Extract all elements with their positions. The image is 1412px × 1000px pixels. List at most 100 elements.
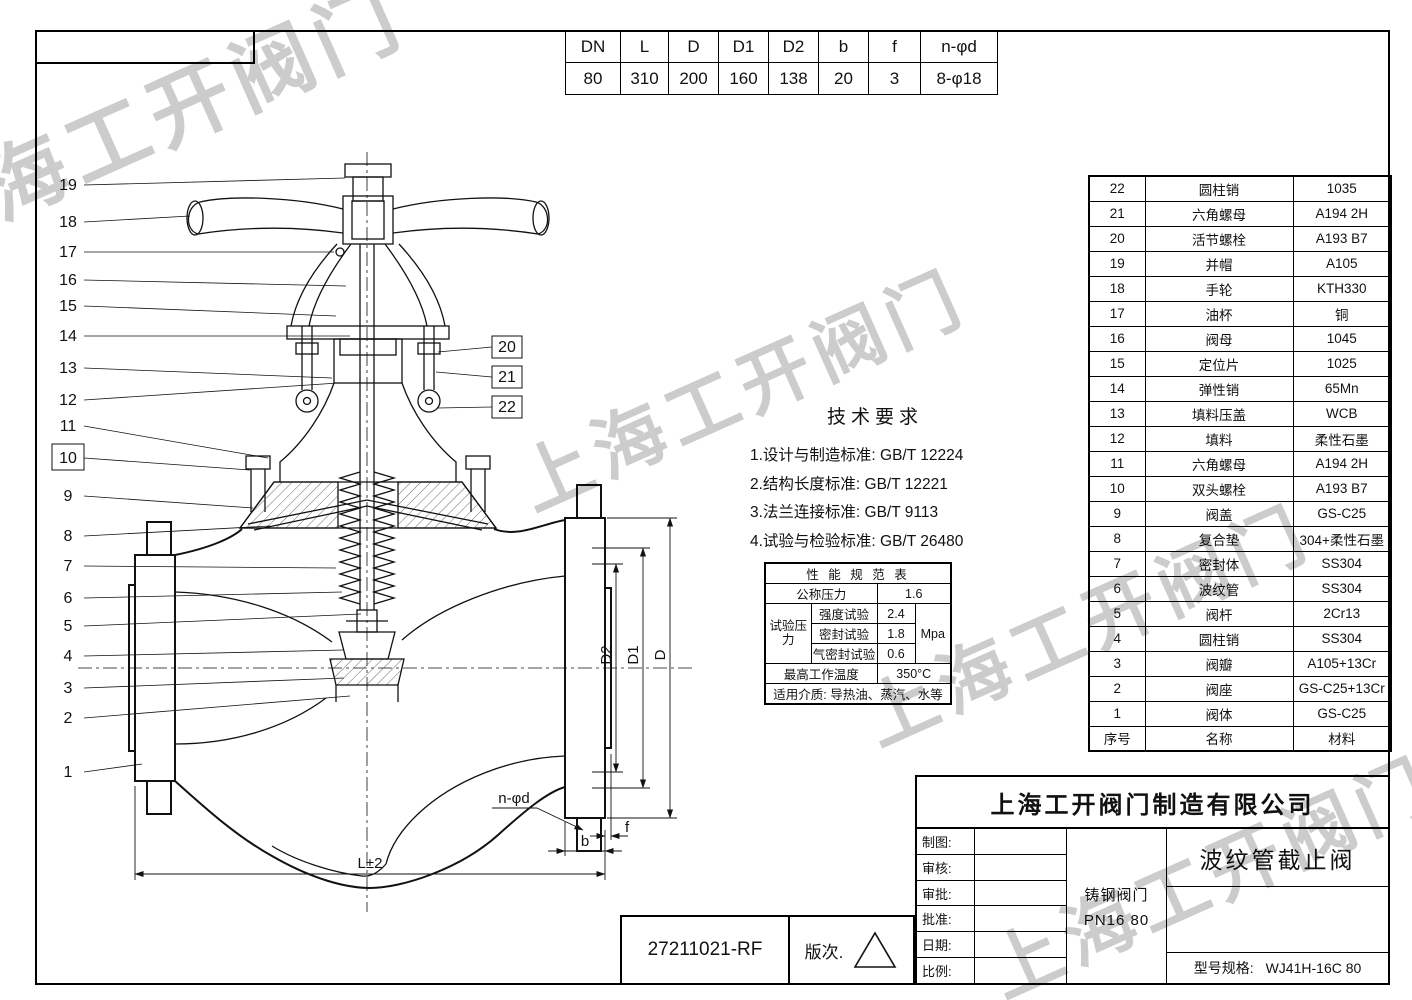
pressure-size: PN16 80 [1083, 911, 1150, 929]
part-name: 阀母 [1144, 325, 1294, 352]
callout-number: 5 [64, 618, 73, 635]
part-number: 10 [1088, 475, 1146, 502]
revision-label: 版次. [804, 942, 844, 962]
dim-label-l: L±2 [358, 855, 383, 872]
callout-number: 21 [498, 369, 516, 386]
part-material: KTH330 [1292, 275, 1392, 302]
bonnet-studs [245, 455, 491, 512]
title-block: 上海工开阀门制造有限公司 制图:审核:审批:批准:日期:比例: 铸钢阀门 PN1… [915, 775, 1390, 985]
packing-gland [333, 338, 403, 384]
parts-header-cell: 序号 [1088, 725, 1146, 752]
title-block-signature-rows: 制图:审核:审批:批准:日期:比例: [917, 829, 1067, 983]
part-name: 密封体 [1144, 550, 1294, 577]
tech-req-item: 2.结构长度标准: GB/T 12221 [750, 475, 948, 493]
callout-number: 11 [60, 418, 77, 435]
tech-req-list: 1.设计与制造标准: GB/T 12224 2.结构长度标准: GB/T 1222… [750, 442, 1000, 557]
tech-req-item: 3.法兰连接标准: GB/T 9113 [750, 504, 939, 522]
dim-label-d: D [652, 649, 669, 660]
callout-number: 19 [59, 177, 77, 194]
spec-row-value: 0.6 [876, 643, 916, 664]
part-material: A194 2H [1292, 450, 1392, 477]
lock-nut-body [352, 176, 384, 202]
part-number: 16 [1088, 325, 1146, 352]
part-name: 六角螺母 [1144, 200, 1294, 227]
part-material: SS304 [1292, 575, 1392, 602]
part-material: 65Mn [1292, 375, 1392, 402]
yoke [286, 243, 450, 340]
callout-number: 13 [59, 360, 77, 377]
title-block-body: 制图:审核:审批:批准:日期:比例: 铸钢阀门 PN16 80 波纹管截止阀 型… [917, 829, 1388, 983]
title-block-row: 审批: [917, 880, 1066, 907]
title-block-row-blank [975, 906, 1066, 931]
part-name: 活节螺栓 [1144, 225, 1294, 252]
valve-geometry [78, 152, 696, 912]
part-number: 11 [1088, 450, 1146, 477]
company-name: 上海工开阀门制造有限公司 [917, 777, 1388, 829]
part-material: A193 B7 [1292, 225, 1392, 252]
part-name: 阀座 [1144, 675, 1294, 702]
part-number: 6 [1088, 575, 1146, 602]
part-material: GS-C25+13Cr [1292, 675, 1392, 702]
dim-label-f: f [625, 819, 630, 836]
callout-number: 7 [64, 558, 73, 575]
dim-label-nd: n-φd [498, 790, 529, 807]
callout-number: 6 [64, 590, 73, 607]
part-material: 1025 [1292, 350, 1392, 377]
dim-header-cell: D1 [718, 30, 769, 63]
drawing-number: 27211021-RF [622, 917, 790, 983]
valve-drawing: D2 D1 D L±2 b f n-φd 1918171615141312111… [51, 152, 696, 912]
part-number: 22 [1088, 175, 1146, 202]
dim-value-cell: 20 [818, 62, 869, 95]
nominal-pressure-label: 公称压力 [764, 583, 878, 604]
dim-value-cell: 80 [565, 62, 621, 95]
dim-header-cell: D [668, 30, 719, 63]
callout-number: 3 [64, 680, 73, 697]
max-temp-value: 350°C [876, 663, 952, 684]
part-material: 1035 [1292, 175, 1392, 202]
part-name: 油杯 [1144, 300, 1294, 327]
part-number: 17 [1088, 300, 1146, 327]
part-material: 铜 [1292, 300, 1392, 327]
title-block-category-cell: 铸钢阀门 PN16 80 [1067, 829, 1167, 983]
lock-nut [344, 163, 392, 178]
part-material: 304+柔性石墨 [1292, 525, 1392, 552]
part-material: A193 B7 [1292, 475, 1392, 502]
dim-header-cell: DN [565, 30, 621, 63]
dim-label-b: b [581, 833, 589, 850]
bonnet-flange [238, 481, 498, 531]
part-number: 8 [1088, 525, 1146, 552]
spec-row-value: 2.4 [876, 603, 916, 624]
part-material: GS-C25 [1292, 700, 1392, 727]
part-number: 12 [1088, 425, 1146, 452]
tech-req-item: 4.试验与检验标准: GB/T 26480 [750, 533, 964, 551]
valve-body [128, 484, 612, 890]
part-number: 7 [1088, 550, 1146, 577]
tech-req-item: 1.设计与制造标准: GB/T 12224 [750, 447, 964, 464]
dim-header-cell: L [620, 30, 669, 63]
tech-req-title: 技术要求 [826, 407, 923, 428]
title-block-row-blank [975, 932, 1066, 957]
part-name: 手轮 [1144, 275, 1294, 302]
callout-number: 10 [59, 450, 77, 467]
part-number: 3 [1088, 650, 1146, 677]
spec-title: 性 能 规 范 表 [764, 562, 952, 584]
dim-header-cell: D2 [768, 30, 819, 63]
model-label: 型号规格: [1193, 960, 1254, 976]
part-number: 5 [1088, 600, 1146, 627]
title-block-row: 批准: [917, 906, 1066, 933]
